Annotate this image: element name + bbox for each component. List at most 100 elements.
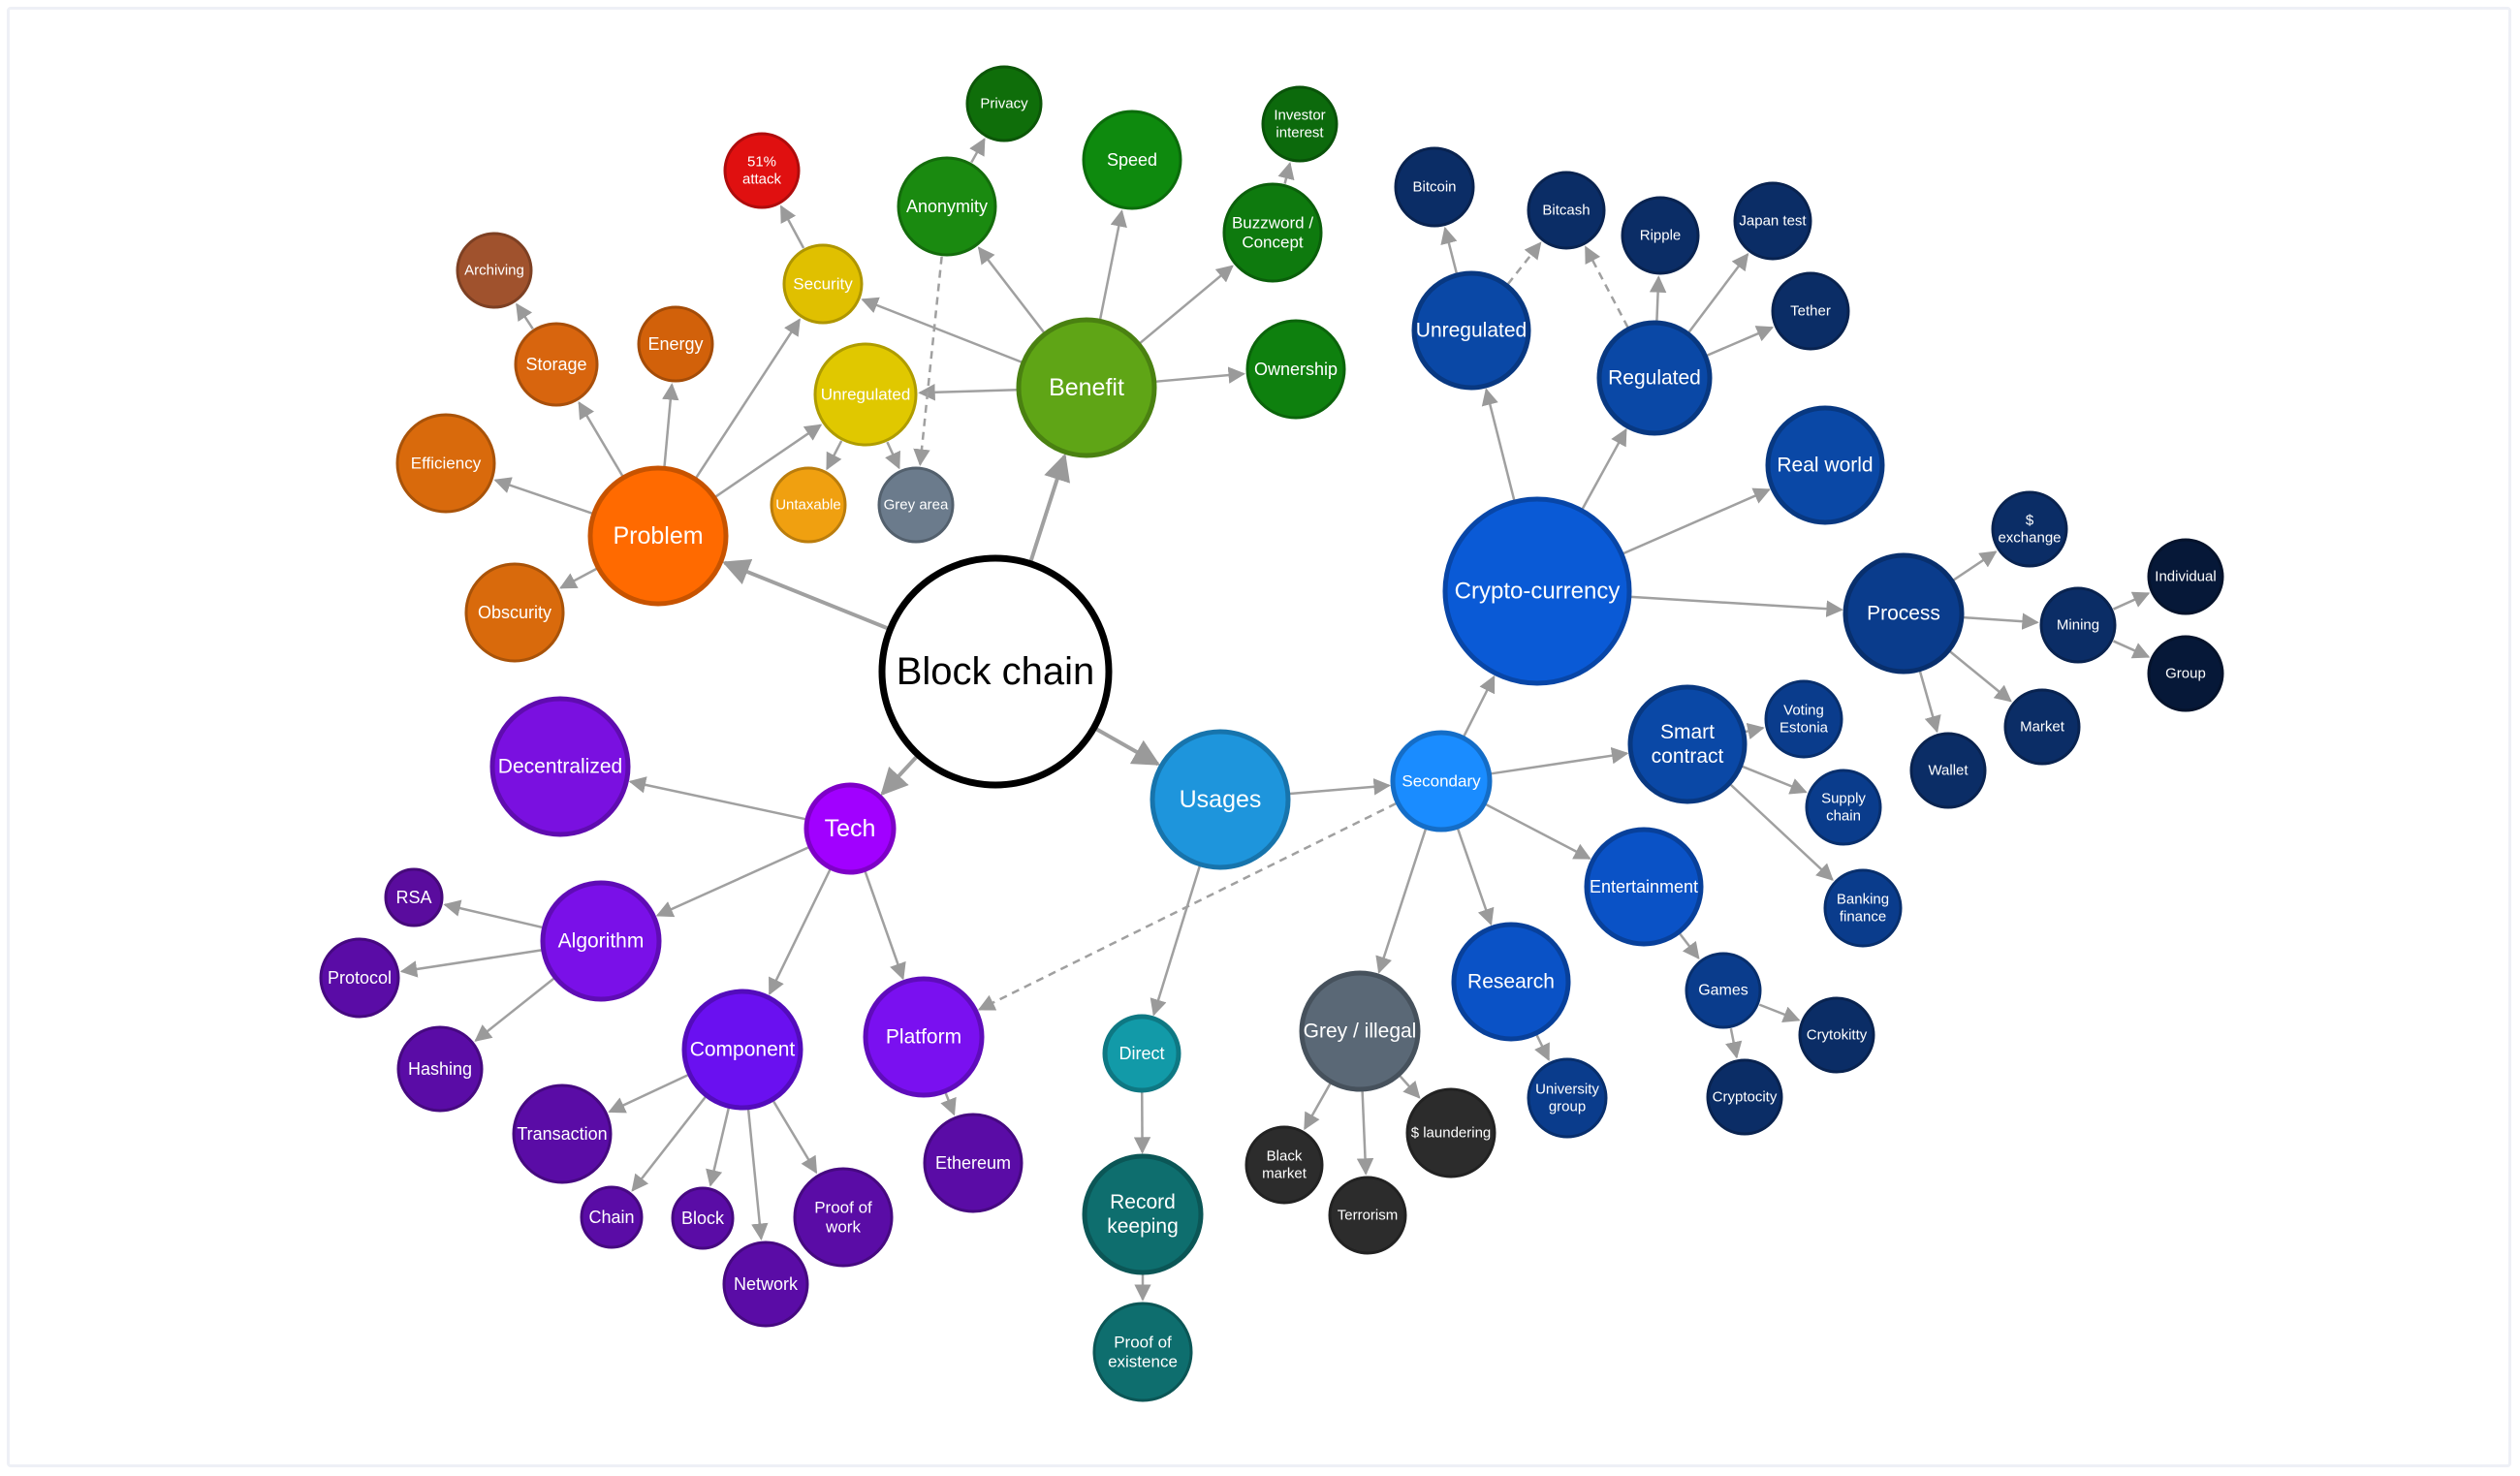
node-rsa[interactable]: RSA <box>384 867 444 927</box>
node-realworld[interactable]: Real world <box>1765 405 1885 525</box>
node-circle-secondary[interactable] <box>1390 730 1493 832</box>
node-circle-storage[interactable] <box>514 322 599 407</box>
node-circle-untaxable[interactable] <box>770 466 847 544</box>
node-circle-exchange[interactable] <box>1991 490 2068 568</box>
node-blockchain[interactable]: Block chain <box>878 554 1113 789</box>
node-circle-regulated[interactable] <box>1596 320 1713 436</box>
node-protocol[interactable]: Protocol <box>319 937 400 1019</box>
node-secondary[interactable]: Secondary <box>1390 730 1493 832</box>
node-circle-ripple[interactable] <box>1621 196 1700 275</box>
node-circle-bitcoin[interactable] <box>1394 146 1475 228</box>
node-mining[interactable]: Mining <box>2039 586 2117 664</box>
node-circle-banking[interactable] <box>1823 868 1903 948</box>
node-circle-crytokitty[interactable] <box>1798 996 1875 1074</box>
node-circle-problem[interactable] <box>587 465 729 607</box>
node-circle-energy[interactable] <box>637 305 714 383</box>
node-problem[interactable]: Problem <box>587 465 729 607</box>
node-circle-proofofexistence[interactable] <box>1092 1302 1193 1402</box>
node-circle-universitygroup[interactable] <box>1527 1057 1608 1139</box>
node-group[interactable]: Group <box>2147 635 2224 712</box>
node-buzzword[interactable]: Buzzword /Concept <box>1222 182 1323 283</box>
node-anonymity[interactable]: Anonymity <box>897 156 997 257</box>
node-circle-wallet[interactable] <box>1909 732 1987 809</box>
node-circle-ownership[interactable] <box>1245 319 1346 420</box>
node-bitcoin[interactable]: Bitcoin <box>1394 146 1475 228</box>
node-network[interactable]: Network <box>722 1240 809 1328</box>
node-circle-block[interactable] <box>671 1186 735 1250</box>
node-greyillegal[interactable]: Grey / illegal <box>1299 970 1421 1092</box>
node-circle-individual[interactable] <box>2147 538 2224 615</box>
node-circle-voting[interactable] <box>1764 679 1843 759</box>
node-circle-hashing[interactable] <box>396 1025 484 1113</box>
node-circle-component[interactable] <box>681 989 803 1111</box>
node-circle-benefit[interactable] <box>1016 317 1157 458</box>
node-circle-obscurity[interactable] <box>464 562 565 663</box>
node-security[interactable]: Security <box>782 243 864 325</box>
node-process[interactable]: Process <box>1843 552 1965 675</box>
node-circle-smartcontract[interactable] <box>1627 684 1748 804</box>
node-circle-speed[interactable] <box>1082 110 1182 210</box>
node-direct[interactable]: Direct <box>1102 1014 1181 1093</box>
node-circle-efficiency[interactable] <box>395 413 496 514</box>
node-circle-market[interactable] <box>2003 688 2081 766</box>
node-ripple[interactable]: Ripple <box>1621 196 1700 275</box>
node-attack51[interactable]: 51%attack <box>723 132 801 209</box>
node-circle-greyarea[interactable] <box>877 466 955 544</box>
node-circle-cryptocurrency[interactable] <box>1442 496 1632 686</box>
node-tether[interactable]: Tether <box>1771 271 1850 351</box>
node-hashing[interactable]: Hashing <box>396 1025 484 1113</box>
node-circle-bitcash[interactable] <box>1527 171 1606 250</box>
node-greyarea[interactable]: Grey area <box>877 466 955 544</box>
node-circle-research[interactable] <box>1451 922 1571 1042</box>
node-archiving[interactable]: Archiving <box>456 232 533 309</box>
node-platform[interactable]: Platform <box>863 976 985 1098</box>
node-circle-terrorism[interactable] <box>1328 1176 1407 1255</box>
node-obscurity[interactable]: Obscurity <box>464 562 565 663</box>
node-usages[interactable]: Usages <box>1150 729 1291 870</box>
node-circle-rsa[interactable] <box>384 867 444 927</box>
node-crytokitty[interactable]: Crytokitty <box>1798 996 1875 1074</box>
node-circle-proofofwork[interactable] <box>793 1167 894 1268</box>
node-bitcash[interactable]: Bitcash <box>1527 171 1606 250</box>
node-benefit[interactable]: Benefit <box>1016 317 1157 458</box>
node-terrorism[interactable]: Terrorism <box>1328 1176 1407 1255</box>
node-tech[interactable]: Tech <box>803 782 897 875</box>
node-circle-unregulated_b[interactable] <box>813 342 918 447</box>
node-circle-attack51[interactable] <box>723 132 801 209</box>
node-japantest[interactable]: Japan test <box>1733 181 1812 261</box>
node-circle-network[interactable] <box>722 1240 809 1328</box>
node-circle-privacy[interactable] <box>965 65 1043 142</box>
node-regulated[interactable]: Regulated <box>1596 320 1713 436</box>
node-circle-games[interactable] <box>1685 952 1762 1029</box>
node-circle-group[interactable] <box>2147 635 2224 712</box>
node-circle-entertainment[interactable] <box>1584 827 1704 947</box>
node-chain[interactable]: Chain <box>580 1185 644 1249</box>
node-circle-usages[interactable] <box>1150 729 1291 870</box>
node-circle-transaction[interactable] <box>512 1083 613 1184</box>
node-ownership[interactable]: Ownership <box>1245 319 1346 420</box>
node-cryptocity[interactable]: Cryptocity <box>1706 1058 1783 1136</box>
node-circle-investor[interactable] <box>1261 85 1339 163</box>
node-cryptocurrency[interactable]: Crypto-currency <box>1442 496 1632 686</box>
node-circle-supplychain[interactable] <box>1805 769 1882 846</box>
node-efficiency[interactable]: Efficiency <box>395 413 496 514</box>
node-individual[interactable]: Individual <box>2147 538 2224 615</box>
node-circle-blockchain[interactable] <box>878 554 1113 789</box>
node-transaction[interactable]: Transaction <box>512 1083 613 1184</box>
node-market[interactable]: Market <box>2003 688 2081 766</box>
node-privacy[interactable]: Privacy <box>965 65 1043 142</box>
node-circle-realworld[interactable] <box>1765 405 1885 525</box>
node-speed[interactable]: Speed <box>1082 110 1182 210</box>
node-circle-tether[interactable] <box>1771 271 1850 351</box>
node-unregulated_b[interactable]: Unregulated <box>813 342 918 447</box>
